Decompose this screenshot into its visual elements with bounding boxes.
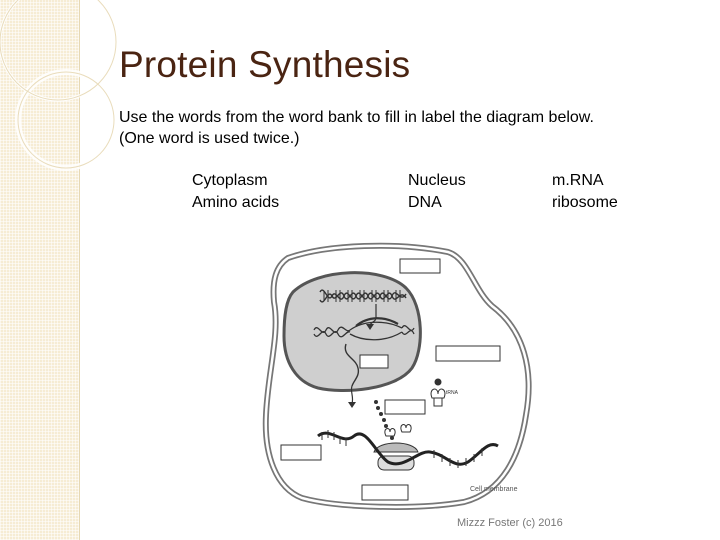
word-bank-column-3: m.RNA ribosome	[552, 170, 618, 214]
footer-credit: Mizzz Foster (c) 2016	[457, 517, 563, 529]
mrna-strand	[344, 343, 360, 387]
blank-box	[280, 444, 322, 461]
trna	[430, 378, 446, 407]
mrna-cytoplasm	[317, 431, 499, 466]
protein-synthesis-diagram: tRNA Cell membrane	[262, 242, 532, 510]
dna-transcription	[313, 317, 415, 341]
membrane-label: Cell membrane	[470, 486, 518, 493]
dna-helix	[319, 289, 407, 303]
word-bank-column-1: Cytoplasm Amino acids	[192, 170, 279, 214]
decorative-circles	[0, 0, 118, 171]
word-bank-item: Amino acids	[192, 194, 280, 211]
trna-label: tRNA	[446, 390, 459, 396]
word-bank-item: Nucleus	[408, 172, 466, 189]
word-bank-item: ribosome	[552, 194, 618, 211]
decorative-side-panel	[0, 0, 80, 540]
word-bank-column-2: Nucleus DNA	[408, 170, 466, 214]
word-bank-item: Cytoplasm	[192, 172, 268, 189]
blank-box	[384, 399, 426, 415]
slide-title: Protein Synthesis	[119, 44, 411, 85]
instructions: Use the words from the word bank to fill…	[119, 107, 679, 149]
blank-box	[435, 345, 501, 362]
word-bank-item: m.RNA	[552, 172, 604, 189]
blank-box	[361, 484, 409, 501]
blank-box	[359, 354, 389, 369]
instructions-line-2: (One word is used twice.)	[119, 130, 300, 147]
instructions-line-1: Use the words from the word bank to fill…	[119, 109, 594, 126]
blank-label-boxes	[280, 258, 501, 501]
blank-box	[399, 258, 441, 274]
word-bank-item: DNA	[408, 194, 442, 211]
